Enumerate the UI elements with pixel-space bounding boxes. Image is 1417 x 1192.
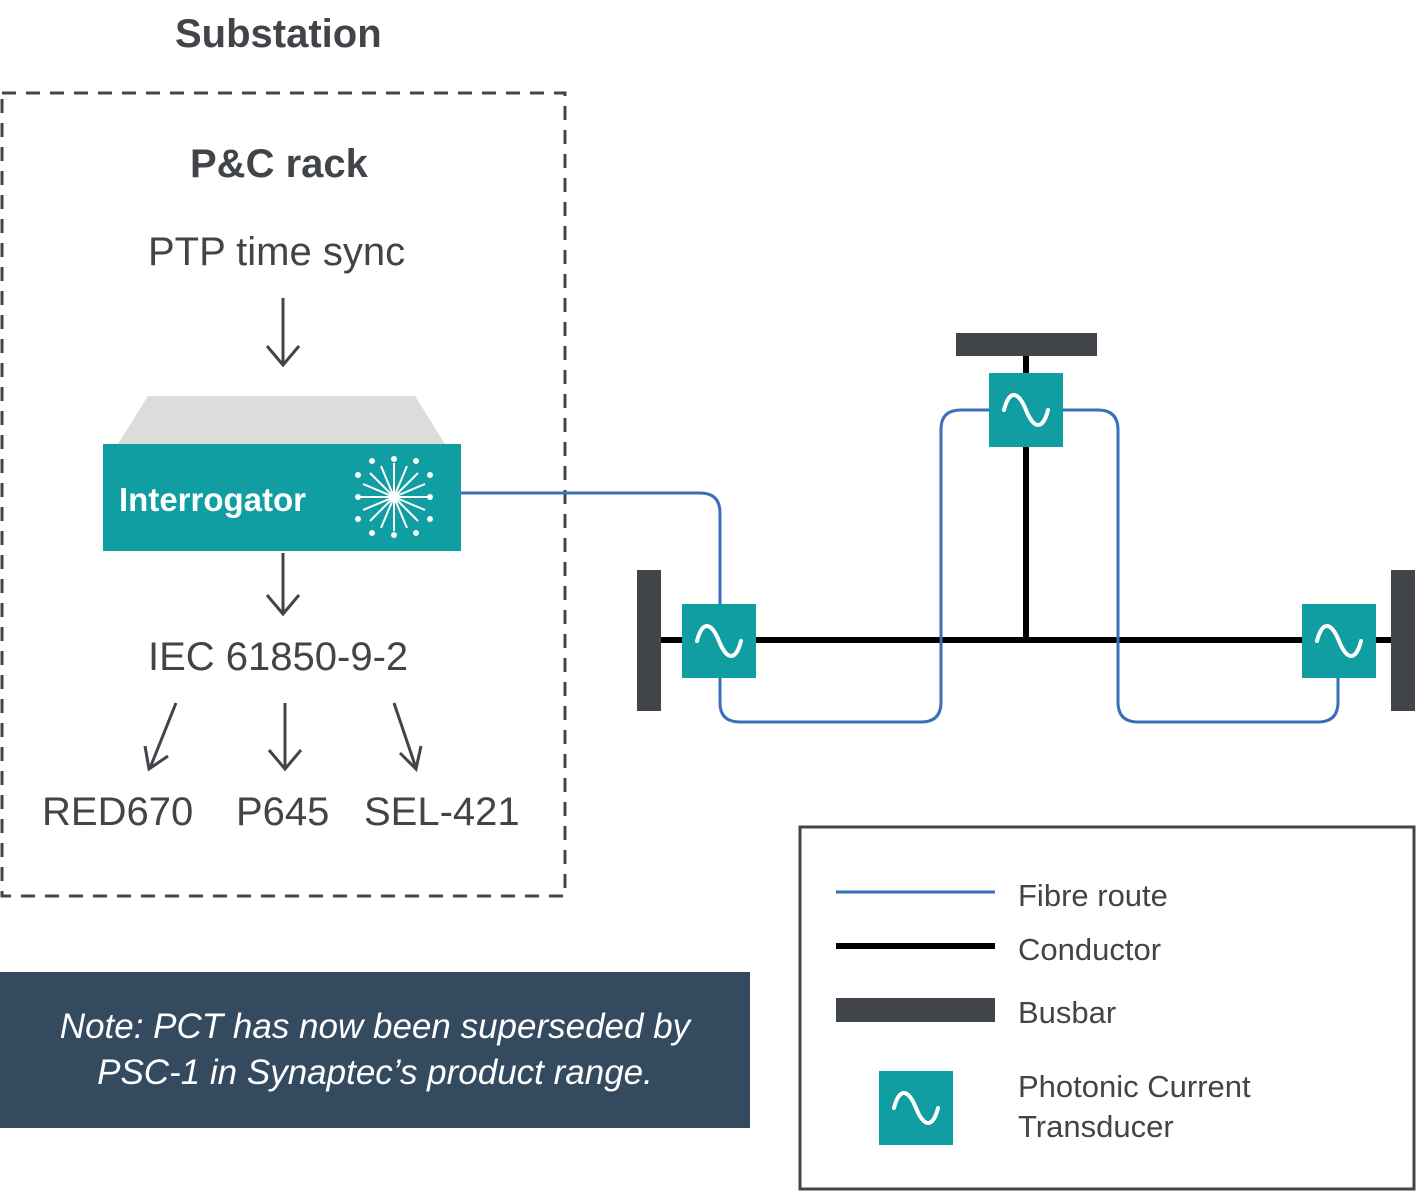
legend-pct-swatch xyxy=(879,1071,953,1145)
relay-label: SEL-421 xyxy=(364,790,520,834)
arrow-down-icon xyxy=(392,702,423,773)
interrogator-top xyxy=(118,396,445,444)
pct-top xyxy=(989,373,1063,447)
arrow-down-icon xyxy=(267,703,303,772)
ptp-label: PTP time sync xyxy=(148,230,406,274)
arrow-down-icon xyxy=(265,553,301,617)
fibre-route-main xyxy=(461,408,1340,724)
note-text: Note: PCT has now been superseded by PSC… xyxy=(59,1007,691,1092)
sine-wave-icon xyxy=(892,1091,940,1125)
rack-title: P&C rack xyxy=(190,142,368,186)
interrogator-label: Interrogator xyxy=(119,481,307,518)
legend-busbar-swatch xyxy=(836,998,995,1022)
starburst-icon xyxy=(355,456,433,538)
relay-label: P645 xyxy=(236,790,330,834)
arrow-down-icon xyxy=(265,298,301,368)
legend-pct-label-line1: Photonic Current xyxy=(1018,1069,1251,1104)
iec-label: IEC 61850-9-2 xyxy=(148,635,409,679)
pct-left xyxy=(682,604,756,678)
sine-wave-icon xyxy=(1315,624,1363,658)
busbar-top xyxy=(956,333,1097,356)
arrow-down-icon xyxy=(143,702,178,772)
sine-wave-icon xyxy=(1002,393,1050,427)
substation-title: Substation xyxy=(175,12,382,56)
legend-conductor-label: Conductor xyxy=(1018,932,1162,967)
busbar-left xyxy=(637,570,661,711)
busbar-right xyxy=(1391,570,1415,711)
note-box: Note: PCT has now been superseded by PSC… xyxy=(0,972,750,1128)
legend-pct-label-line2: Transducer xyxy=(1018,1109,1174,1144)
legend-fibre-label: Fibre route xyxy=(1018,878,1168,913)
relay-label: RED670 xyxy=(42,790,194,834)
sine-wave-icon xyxy=(695,624,743,658)
pct-right xyxy=(1302,604,1376,678)
legend-busbar-label: Busbar xyxy=(1018,995,1117,1030)
